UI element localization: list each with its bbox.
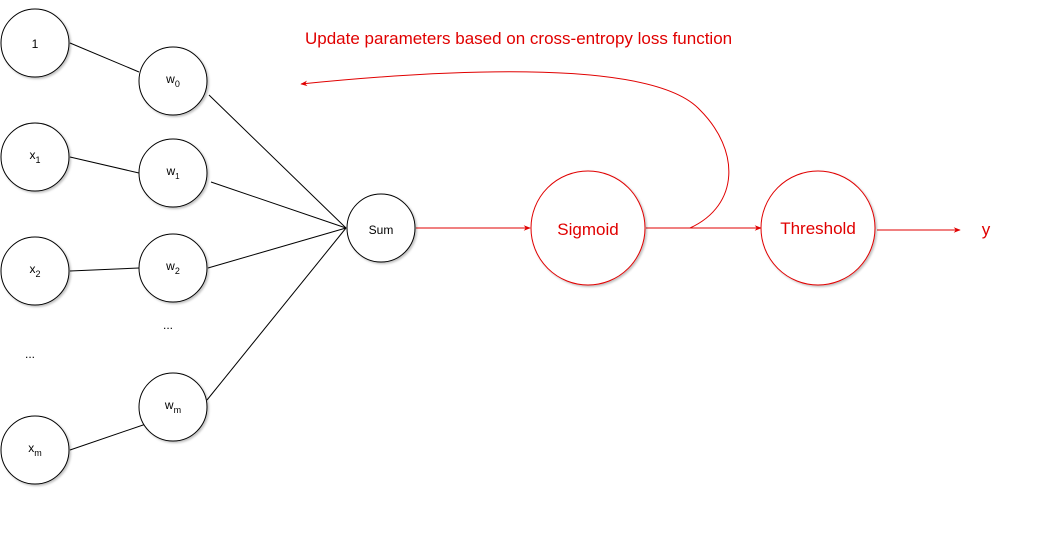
weight-node-w0: w0 xyxy=(138,46,208,116)
edge-input-x1-to-w1 xyxy=(69,156,140,174)
input-node-xm: xm xyxy=(0,415,70,485)
svg-text:x2: x2 xyxy=(29,262,40,279)
svg-text:wm: wm xyxy=(164,398,181,415)
edge-w2-to-sum xyxy=(207,227,347,269)
edge-w1-to-sum xyxy=(210,181,347,229)
output-label: y xyxy=(982,220,991,239)
feedback-update-arrow xyxy=(300,71,730,229)
svg-text:w1: w1 xyxy=(165,164,180,181)
input-node-1: 1 xyxy=(0,8,70,78)
input-ellipsis: ... xyxy=(25,347,35,361)
svg-text:xm: xm xyxy=(28,441,42,458)
sigmoid-node: Sigmoid xyxy=(530,170,646,286)
svg-text:w2: w2 xyxy=(165,259,180,276)
svg-text:x1: x1 xyxy=(29,148,40,165)
weight-node-w1: w1 xyxy=(138,138,208,208)
edge-wm-to-sum xyxy=(206,227,347,401)
threshold-label: Threshold xyxy=(780,219,856,238)
update-note: Update parameters based on cross-entropy… xyxy=(305,29,732,48)
weight-node-wm: wm xyxy=(138,372,208,442)
edge-input-1-to-w0 xyxy=(69,42,140,73)
sigmoid-label: Sigmoid xyxy=(557,220,618,239)
edge-input-xm-to-wm xyxy=(69,423,147,451)
input-node-x2: x2 xyxy=(0,236,70,306)
weight-node-w2: w2 xyxy=(138,233,208,303)
svg-text:1: 1 xyxy=(32,37,39,51)
input-node-x1: x1 xyxy=(0,122,70,192)
edge-input-x2-to-w2 xyxy=(69,267,140,272)
svg-text:w0: w0 xyxy=(165,72,180,89)
edge-w0-to-sum xyxy=(208,94,347,229)
threshold-node: Threshold xyxy=(760,170,876,286)
sum-label: Sum xyxy=(369,223,394,237)
sum-node: Sum xyxy=(346,193,416,263)
weight-ellipsis: ... xyxy=(163,318,173,332)
